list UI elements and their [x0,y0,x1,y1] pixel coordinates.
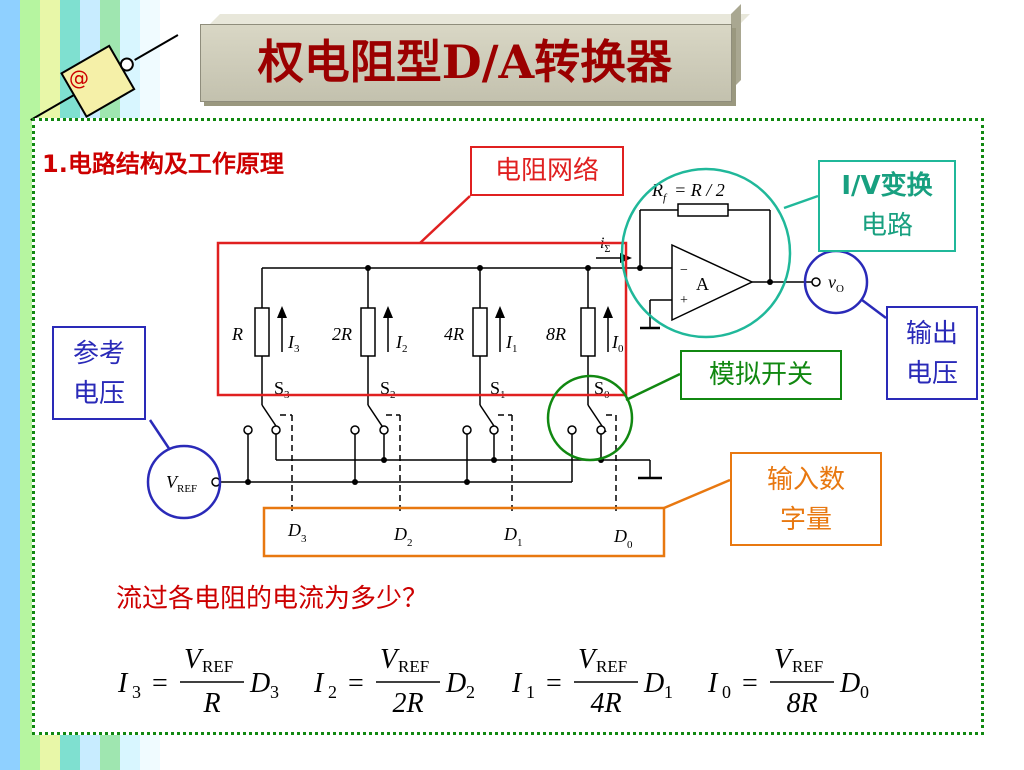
resistor-label-r1: 4R [444,324,464,344]
svg-text:3: 3 [270,682,279,702]
svg-text:D: D [643,668,664,699]
callout-iv-conversion: I/V变换 电路 [818,160,956,252]
section-heading: 1.电路结构及工作原理 [42,150,284,178]
input-digits-box [262,506,666,558]
current-label-i2: I2 [395,332,408,355]
svg-text:1: 1 [664,682,673,702]
resistor-label-r0: 8R [546,324,566,344]
resistor-network-box [216,241,628,397]
svg-text:=: = [152,668,168,699]
svg-text:R: R [202,688,220,719]
reference-circle [146,444,222,520]
svg-text:REF: REF [398,657,429,676]
logo-symbol: @ [69,66,89,90]
svg-text:=: = [742,668,758,699]
svg-text:V: V [774,644,794,675]
callout-resistor-network: 电阻网络 [470,146,624,196]
reference-voltage-label: VREF [166,472,197,495]
svg-text:D: D [445,668,466,699]
current-label-i1: I1 [505,332,518,355]
svg-text:I: I [117,668,129,699]
digit-label-d1: D1 [503,524,523,549]
switch-circle [546,374,634,462]
svg-text:I: I [313,668,325,699]
svg-text:=: = [348,668,364,699]
callout-analog-switch: 模拟开关 [680,350,842,400]
output-voltage-label: vO [828,272,844,295]
svg-text:V: V [184,644,204,675]
svg-text:I: I [707,668,719,699]
callout-input-digital: 输入数 字量 [730,452,882,546]
current-label-i0: I0 [611,332,624,355]
callout-reference-voltage: 参考 电压 [52,326,146,420]
svg-text:2R: 2R [392,688,423,719]
svg-text:REF: REF [202,657,233,676]
svg-text:1: 1 [526,682,535,702]
opamp-minus-label: − [680,263,688,278]
svg-text:D: D [839,668,860,699]
svg-text:4R: 4R [590,688,621,719]
opamp-label: A [696,274,709,294]
svg-text:0: 0 [722,682,731,702]
callout-output-voltage: 输出 电压 [886,306,978,400]
svg-text:2: 2 [328,682,337,702]
svg-text:8R: 8R [786,688,817,719]
resistor-label-r2: 2R [332,324,352,344]
svg-text:=: = [546,668,562,699]
page-title: 权电阻型D/A转换器 [257,35,673,89]
svg-text:D: D [249,668,270,699]
svg-text:REF: REF [792,657,823,676]
opamp-plus-label: + [680,293,688,308]
digit-label-d3: D3 [287,520,307,545]
svg-text:I: I [511,668,523,699]
current-label-i3: I3 [287,332,300,355]
svg-text:REF: REF [596,657,627,676]
question-text: 流过各电阻的电流为多少？ [116,584,429,614]
svg-text:3: 3 [132,682,141,702]
svg-text:V: V [380,644,400,675]
resistor-label-r3: R [231,324,243,344]
digit-label-d2: D2 [393,524,413,549]
feedback-resistor-label: Rf= R / 2 [651,180,725,204]
title-banner: 权电阻型D/A转换器 [200,4,750,102]
svg-text:0: 0 [860,682,869,702]
iv-circuit-circle [620,167,792,339]
svg-text:V: V [578,644,598,675]
digit-label-d0: D0 [613,526,633,551]
svg-text:2: 2 [466,682,475,702]
